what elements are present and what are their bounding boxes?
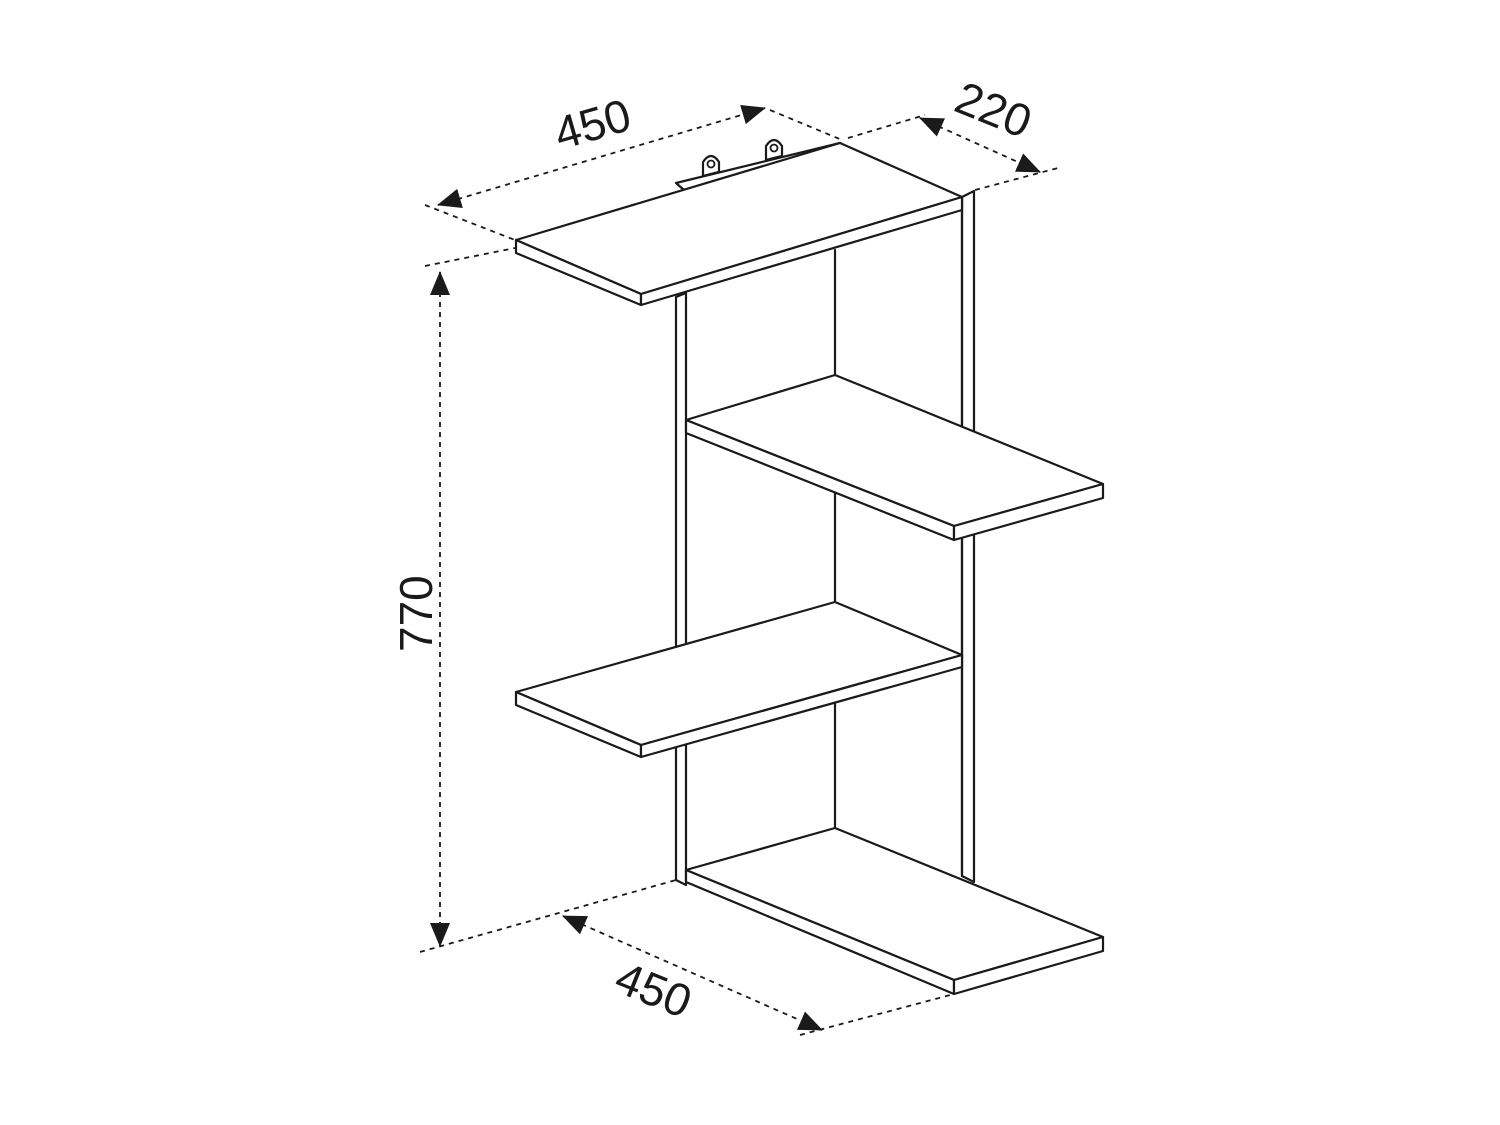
wall-bracket-right: [764, 138, 784, 162]
depth-label: 220: [948, 71, 1039, 148]
second-shelf: [684, 373, 1105, 542]
bottom-shelf: [684, 826, 1105, 996]
dimension-height: 770: [390, 247, 677, 953]
height-label: 770: [390, 575, 442, 652]
wall-bracket-left: [701, 154, 721, 178]
bottom-width-label: 450: [608, 951, 699, 1028]
top-width-label: 450: [548, 88, 636, 159]
third-shelf: [514, 600, 964, 759]
left-side-panel: [674, 291, 688, 887]
shelf-unit: [514, 138, 1105, 996]
